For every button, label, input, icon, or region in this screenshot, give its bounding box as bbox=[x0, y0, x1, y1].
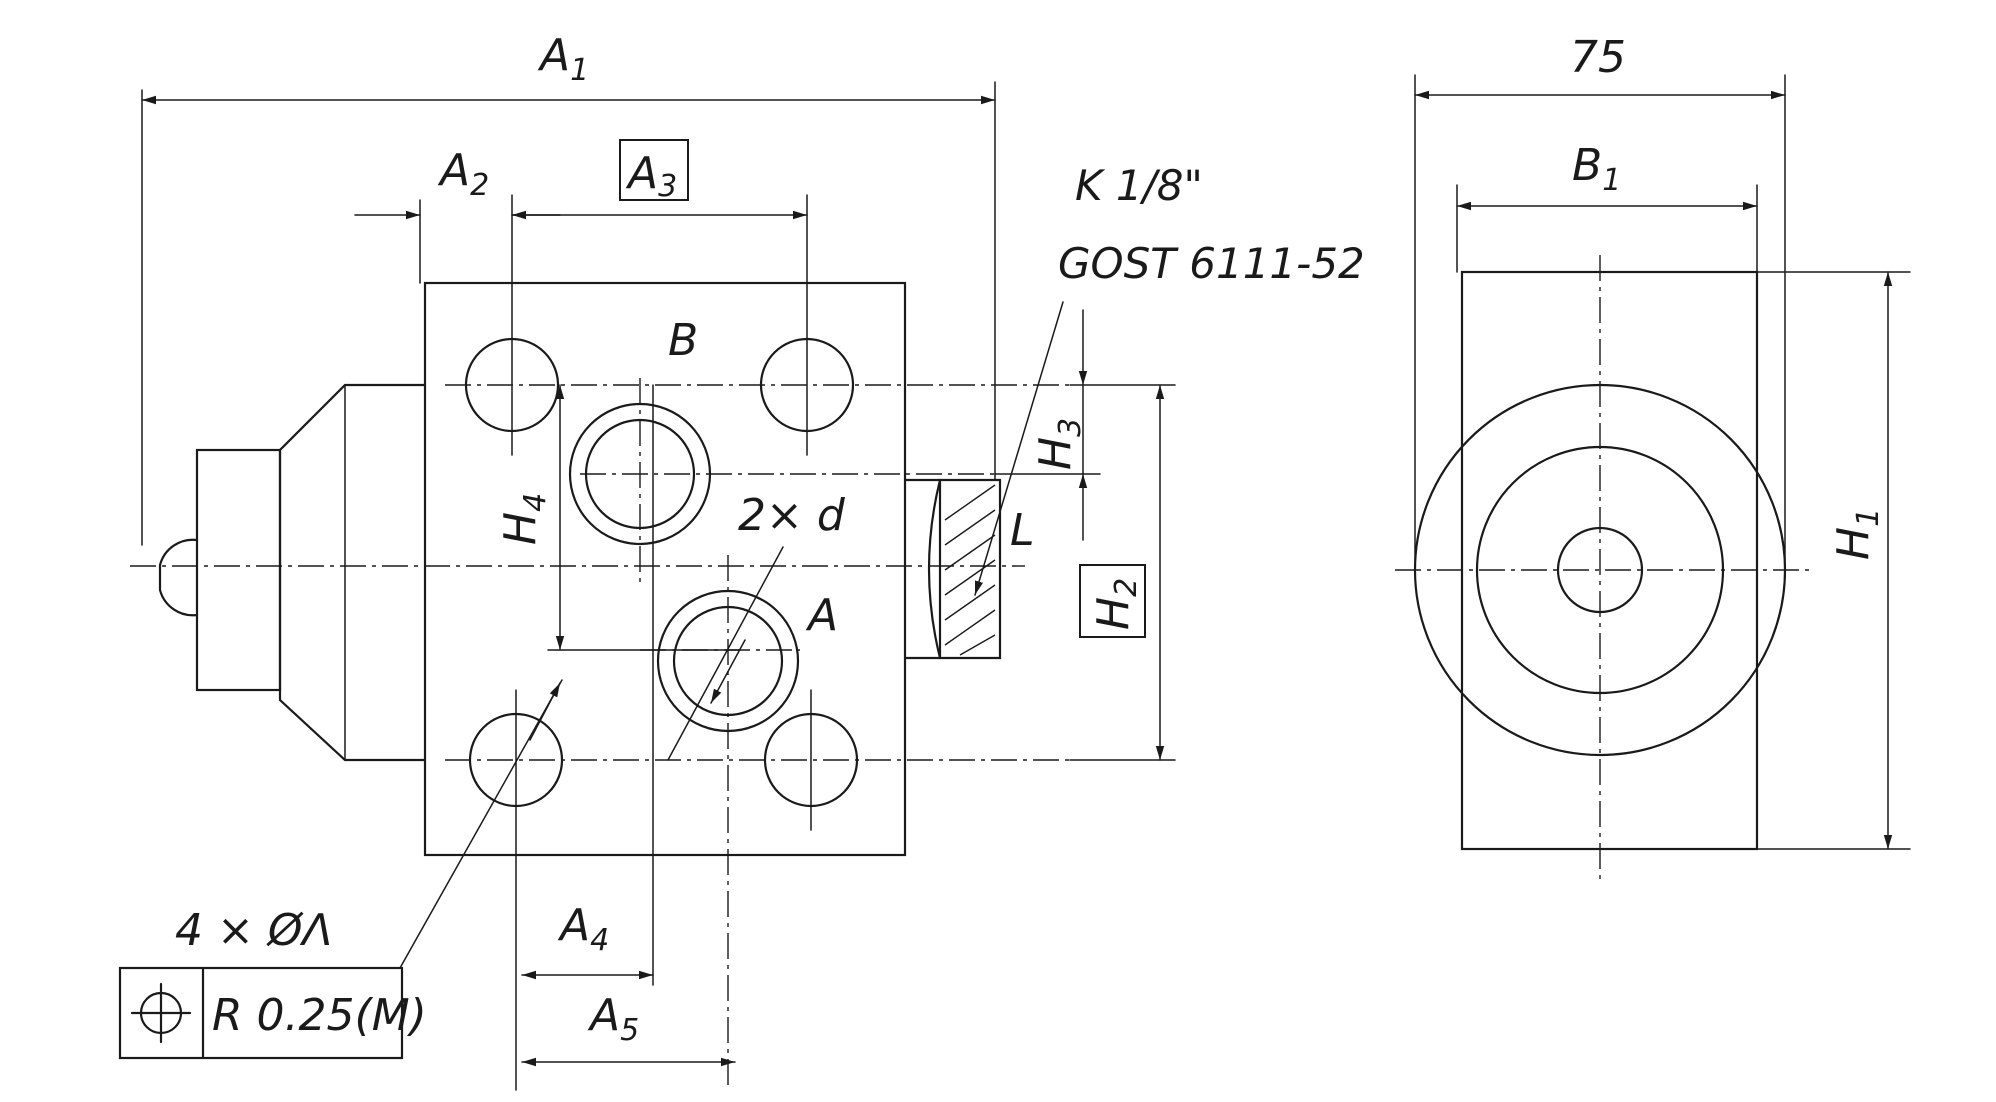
svg-text:A1: A1 bbox=[537, 30, 589, 88]
svg-text:A4: A4 bbox=[557, 900, 609, 958]
bolt-hole-top-left bbox=[464, 194, 560, 456]
svg-text:B1: B1 bbox=[1572, 140, 1621, 198]
svg-text:H1: H1 bbox=[1828, 508, 1886, 560]
valve-body-outline bbox=[423, 281, 907, 857]
width-75-label: 75 bbox=[1570, 32, 1626, 83]
thread-label: K 1/8" bbox=[1075, 161, 1203, 210]
svg-text:4 × ØΛ: 4 × ØΛ bbox=[175, 905, 333, 956]
svg-text:H3: H3 bbox=[1030, 418, 1088, 470]
dimension-h1: H1 bbox=[1756, 271, 1911, 850]
port-a bbox=[640, 589, 800, 733]
position-tolerance-icon bbox=[130, 982, 192, 1044]
svg-text:2× d: 2× d bbox=[738, 490, 846, 541]
svg-text:A2: A2 bbox=[437, 145, 489, 203]
dimension-h4: H4 bbox=[495, 384, 741, 651]
hole-diameter-callout: 2× d bbox=[667, 490, 846, 761]
position-tolerance-frame: R 0.25(M) bbox=[118, 966, 427, 1060]
port-b bbox=[568, 402, 712, 546]
svg-text:H4: H4 bbox=[495, 493, 553, 545]
bolt-hole-callout: 4 × ØΛ bbox=[175, 679, 563, 969]
svg-text:R 0.25(M): R 0.25(M) bbox=[212, 990, 427, 1041]
pressure-port-section bbox=[903, 478, 1002, 660]
thread-leader: K 1/8" GOST 6111-52 bbox=[974, 161, 1365, 596]
bolt-hole-top-right bbox=[759, 194, 855, 456]
thread-standard: GOST 6111-52 bbox=[1058, 239, 1365, 288]
dimension-h3: H3 bbox=[994, 309, 1101, 541]
bolt-hole-bottom-left bbox=[468, 689, 564, 1091]
dimension-75: 75 bbox=[1414, 32, 1786, 561]
bolt-hole-bottom-right bbox=[763, 689, 859, 831]
dimension-a3: A3 bbox=[511, 139, 808, 220]
dimension-a4: A4 bbox=[521, 384, 654, 986]
dimension-h2: H2 bbox=[1069, 384, 1176, 761]
side-body-outline bbox=[1460, 270, 1759, 851]
port-l-label: L bbox=[1010, 505, 1035, 556]
actuator-stem bbox=[158, 383, 427, 762]
svg-text:A3: A3 bbox=[625, 148, 677, 204]
front-view: A1 A2 A3 A4 A5 H4 bbox=[118, 30, 1365, 1091]
port-a-label: A bbox=[805, 590, 838, 641]
side-view: 75 B1 H1 bbox=[1395, 32, 1911, 880]
svg-text:A5: A5 bbox=[587, 990, 639, 1048]
svg-text:H2: H2 bbox=[1088, 578, 1144, 630]
dimension-b1: B1 bbox=[1456, 140, 1758, 273]
port-b-label: B bbox=[668, 315, 698, 366]
dimension-a1: A1 bbox=[141, 30, 996, 546]
dimension-a5: A5 bbox=[521, 990, 736, 1067]
dimension-a2: A2 bbox=[354, 145, 561, 284]
